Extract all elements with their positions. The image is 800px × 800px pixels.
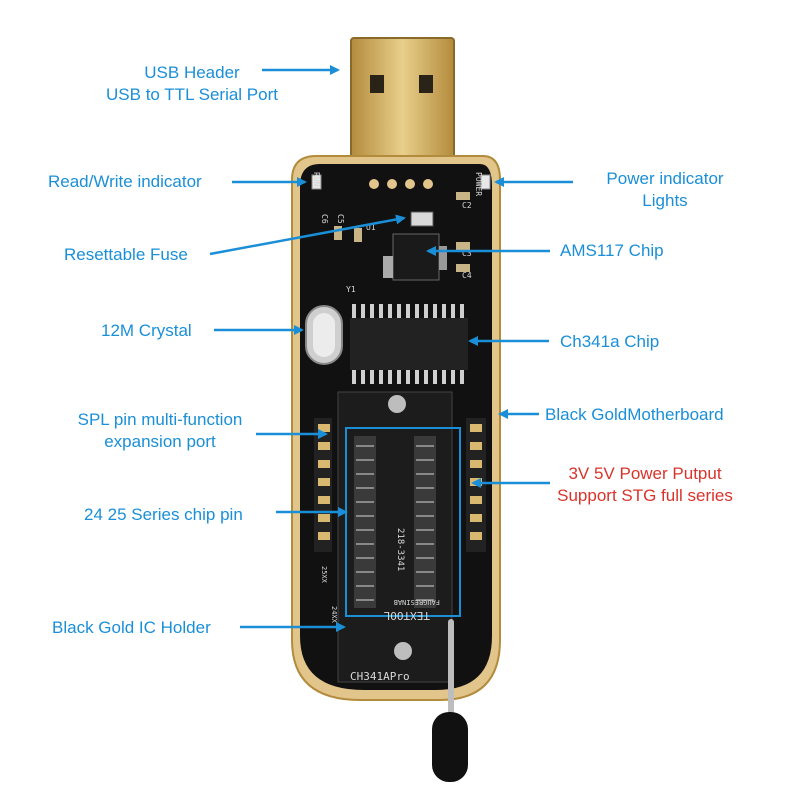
power-indicator-subtitle: Lights: [642, 191, 688, 210]
24xx-silk: 24XX: [330, 606, 338, 624]
c6-silk: C6: [320, 214, 329, 224]
usb-header-subtitle: USB to TTL Serial Port: [106, 85, 278, 104]
zif-part-silk: 218-3341: [395, 528, 405, 571]
c2-silk: C2: [462, 201, 472, 210]
25xx-silk: 25XX: [320, 566, 328, 584]
crystal-label: 12M Crystal: [101, 321, 192, 340]
arrow-fuse: [209, 214, 406, 256]
usb-header-title: USB Header: [144, 63, 240, 82]
fuse: [410, 211, 434, 227]
ch341a-chip: [350, 304, 468, 384]
crystal: [305, 305, 343, 365]
callout-arrows: [209, 65, 573, 632]
c3-silk: C3: [462, 249, 472, 258]
series-chip-pin-label: 24 25 Series chip pin: [84, 505, 243, 524]
power-header-pins: [466, 418, 486, 552]
ch341a-chip-label: Ch341a Chip: [560, 332, 660, 351]
u1-silk: U1: [366, 223, 376, 232]
run-led: [311, 174, 322, 190]
power-output-title: 3V 5V Power Putput: [568, 464, 722, 483]
y1-silk: Y1: [346, 285, 356, 294]
model-silk: CH341APro: [350, 670, 410, 683]
power-output-subtitle: Support STG full series: [557, 486, 733, 505]
zif-series-silk: FAUGRESINAB: [394, 598, 440, 606]
usb-pads: [369, 179, 433, 189]
power-output-label: 3V 5V Power Putput Support STG full seri…: [557, 463, 733, 507]
spl-port-title: SPL pin multi-function: [77, 410, 243, 429]
run-silk: RUN: [312, 172, 321, 187]
spl-port-label: SPL pin multi-function expansion port: [78, 409, 243, 453]
resettable-fuse-label: Resettable Fuse: [64, 245, 188, 264]
ams117-regulator: [383, 233, 447, 281]
capacitors: [334, 192, 470, 272]
power-led: [480, 174, 491, 190]
c4-silk: C4: [462, 271, 472, 280]
read-write-indicator-label: Read/Write indicator: [48, 172, 202, 191]
usb-header-label: USB Header USB to TTL Serial Port: [106, 62, 278, 106]
black-gold-motherboard-label: Black GoldMotherboard: [545, 405, 724, 424]
c5-silk: C5: [336, 214, 345, 224]
spl-port-subtitle: expansion port: [104, 432, 216, 451]
ams117-label: AMS117 Chip: [560, 241, 664, 260]
power-silk: POWER: [474, 172, 483, 196]
zif-lever: [432, 619, 468, 782]
power-indicator-title: Power indicator: [606, 169, 724, 188]
spl-header-pins: [314, 418, 332, 552]
zif-brand-silk: TEXTOOL: [383, 609, 430, 622]
ic-holder-label: Black Gold IC Holder: [52, 618, 211, 637]
zif-socket: [337, 391, 461, 683]
power-indicator-label: Power indicator Lights: [606, 168, 723, 212]
